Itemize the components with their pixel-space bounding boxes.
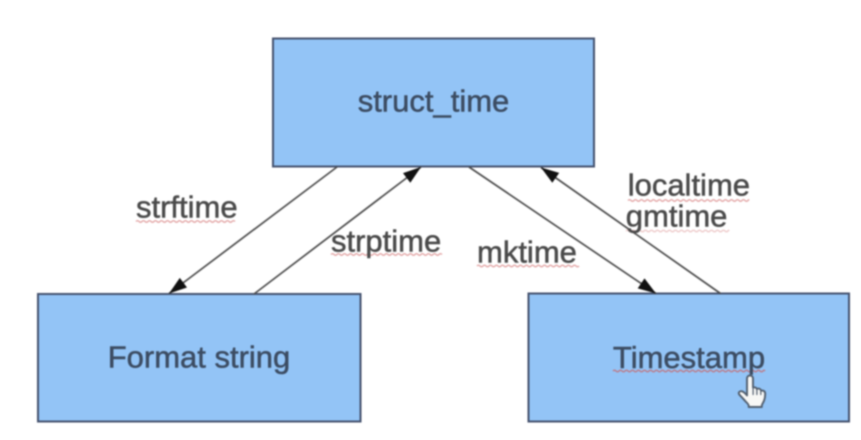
svg-text:gmtime: gmtime	[626, 198, 728, 233]
svg-text:strptime: strptime	[331, 224, 441, 259]
svg-text:mktime: mktime	[477, 234, 577, 269]
svg-text:strftime: strftime	[136, 190, 238, 225]
svg-text:Timestamp: Timestamp	[613, 340, 765, 375]
svg-text:Format string: Format string	[108, 340, 291, 375]
svg-text:struct_time: struct_time	[358, 84, 510, 119]
svg-text:localtime: localtime	[628, 168, 750, 203]
